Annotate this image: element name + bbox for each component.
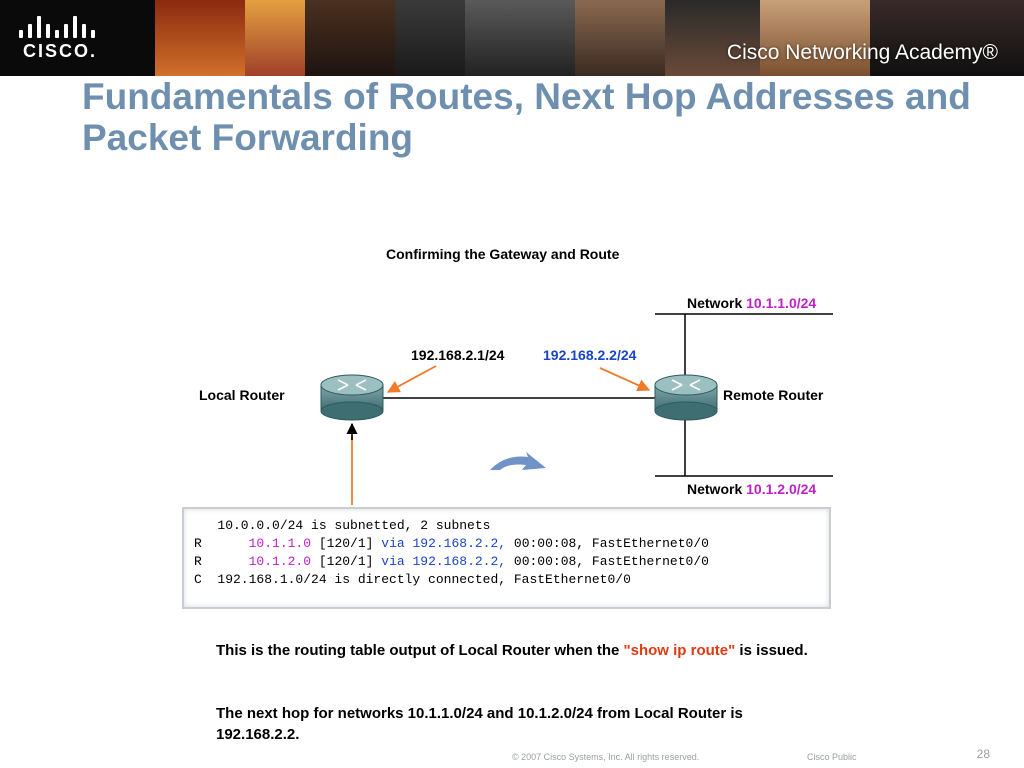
footer-classification: Cisco Public [807, 752, 857, 762]
rt-line-3: R 10.1.2.0 [120/1] via 192.168.2.2, 00:0… [194, 554, 709, 569]
rt-line-1: 10.0.0.0/24 is subnetted, 2 subnets [194, 518, 491, 533]
routing-table-box: 10.0.0.0/24 is subnetted, 2 subnets R 10… [182, 507, 831, 609]
banner-photo-8 [760, 0, 870, 76]
cisco-bars-icon [19, 14, 95, 38]
banner-photo-1 [155, 0, 245, 76]
banner-photo-6 [575, 0, 665, 76]
academy-wordmark: Cisco Networking Academy® [726, 41, 998, 64]
remote-router-label: Remote Router [723, 387, 824, 403]
footer-copyright: © 2007 Cisco Systems, Inc. All rights re… [512, 752, 700, 762]
cisco-logo: CISCO. [14, 14, 134, 64]
network-top-label: Network 10.1.1.0/24 [687, 295, 817, 311]
remote-ip-arrow [599, 367, 651, 392]
banner-photo-2 [245, 0, 305, 76]
header-banner: CISCO. Cisco Networking Academy® [0, 0, 1024, 76]
slide-title: Fundamentals of Routes, Next Hop Address… [82, 76, 971, 158]
local-router-icon [320, 374, 384, 421]
page-number: 28 [976, 747, 990, 761]
network-top-address: 10.1.1.0/24 [746, 295, 817, 311]
explanation-paragraph-1: This is the routing table output of Loca… [216, 642, 808, 659]
banner-photo-7 [665, 0, 760, 76]
local-ip-arrow [386, 365, 437, 393]
figure-title: Confirming the Gateway and Route [386, 246, 620, 262]
show-ip-route-command: "show ip route" [623, 642, 736, 659]
banner-photo-4 [395, 0, 465, 76]
explanation-paragraph-2: The next hop for networks 10.1.1.0/24 an… [216, 705, 743, 743]
remote-ip-label: 192.168.2.2/24 [543, 347, 637, 363]
cisco-wordmark: CISCO. [23, 41, 98, 61]
curved-arrow-icon [490, 452, 546, 470]
network-bottom-label: Network 10.1.2.0/24 [687, 481, 817, 497]
rt-line-4: C 192.168.1.0/24 is directly connected, … [194, 572, 631, 587]
remote-router-icon [654, 374, 718, 421]
network-bottom-address: 10.1.2.0/24 [746, 481, 817, 497]
banner-photo-9 [870, 0, 1024, 76]
banner-photo-5 [465, 0, 575, 76]
banner-photo-3 [305, 0, 395, 76]
local-router-label: Local Router [199, 387, 285, 403]
rt-line-2: R 10.1.1.0 [120/1] via 192.168.2.2, 00:0… [194, 536, 709, 551]
local-ip-label: 192.168.2.1/24 [411, 347, 505, 363]
routing-table-output: 10.0.0.0/24 is subnetted, 2 subnets R 10… [194, 517, 709, 589]
